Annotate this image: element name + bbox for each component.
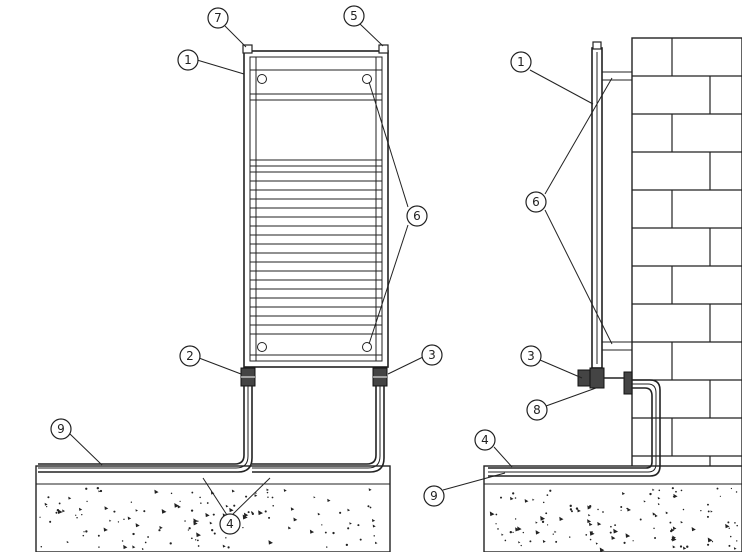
concrete-texture	[39, 486, 378, 550]
towel-radiator-front	[242, 44, 389, 368]
side-pipes	[488, 379, 661, 477]
wall-bracket-bottom-side	[601, 341, 633, 351]
callout-4-label: 4	[226, 517, 234, 531]
callout-7	[207, 7, 229, 29]
callout-side-3	[520, 345, 542, 367]
callout-9-label: 9	[57, 422, 65, 436]
wall-bracket-top-side	[601, 71, 633, 81]
callout-side-9	[423, 485, 445, 507]
wall-flange	[623, 371, 633, 395]
callout-2	[179, 345, 201, 367]
side-callouts: 1 6 3 8 4 9	[423, 51, 613, 507]
side-valves	[577, 367, 633, 395]
valve-side-union	[589, 367, 605, 389]
callout-side-4-label: 4	[481, 433, 489, 447]
callout-7-label: 7	[214, 11, 222, 25]
callout-5	[343, 5, 365, 27]
callout-3-label: 3	[428, 348, 436, 362]
wall-bracket-top-left	[257, 74, 267, 84]
wall-bracket-bottom-left	[257, 342, 267, 352]
towel-radiator-side	[591, 41, 633, 369]
brick-wall	[631, 37, 742, 477]
callout-4	[219, 513, 241, 535]
callout-side-4	[474, 429, 496, 451]
front-pipes	[38, 386, 385, 473]
callout-side-9-label: 9	[430, 489, 438, 503]
callout-side-6	[525, 191, 547, 213]
front-valves	[240, 367, 388, 387]
callout-6-label: 6	[413, 209, 421, 223]
callout-3	[421, 344, 443, 366]
side-floor-slab	[483, 465, 742, 552]
callout-side-8	[526, 399, 548, 421]
callout-5-label: 5	[350, 9, 358, 23]
air-vent-cap-right	[378, 44, 389, 54]
wall-bracket-top-right	[362, 74, 372, 84]
callout-1	[177, 49, 199, 71]
front-callouts: 7 5 1 6 2 3 9	[50, 5, 443, 535]
callout-6	[406, 205, 428, 227]
callout-9	[50, 418, 72, 440]
callout-side-1	[510, 51, 532, 73]
front-floor-slab	[35, 465, 391, 552]
callout-side-1-label: 1	[517, 55, 525, 69]
callout-side-6-label: 6	[532, 195, 540, 209]
callout-side-3-label: 3	[527, 349, 535, 363]
side-view: 1 6 3 8 4 9	[423, 37, 742, 552]
callout-side-8-label: 8	[533, 403, 541, 417]
radiator-rails	[250, 57, 382, 361]
air-vent-cap-side	[592, 41, 602, 50]
air-vent-cap-left	[242, 44, 253, 54]
wall-bracket-bottom-right	[362, 342, 372, 352]
callout-1-label: 1	[184, 53, 192, 67]
concrete-texture-side	[489, 487, 738, 552]
callout-2-label: 2	[186, 349, 194, 363]
front-view: 7 5 1 6 2 3 9	[35, 5, 443, 552]
